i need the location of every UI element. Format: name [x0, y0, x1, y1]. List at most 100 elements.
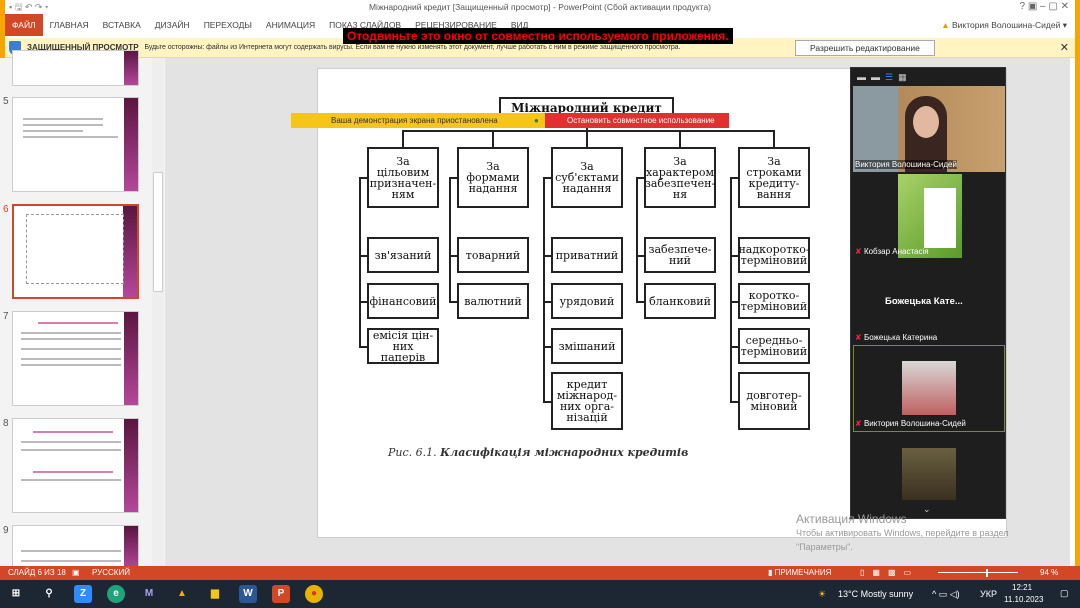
zoom-slider-thumb[interactable] [985, 569, 988, 577]
thumbnail-scrollbar[interactable] [152, 58, 164, 566]
windows-start-icon[interactable]: ⊞ [11, 588, 21, 599]
category-box: За строками кредиту-вання [738, 147, 810, 208]
tab-design[interactable]: ДИЗАЙН [154, 20, 190, 30]
slide-thumbnail-selected[interactable] [12, 204, 139, 299]
warning-icon: ▲ [941, 20, 953, 30]
notifications-icon[interactable]: ▢ [1060, 588, 1069, 598]
connector-line [679, 130, 681, 148]
participant-name: ✘ Виктория Волошина-Сидей [855, 419, 966, 428]
tab-insert[interactable]: ВСТАВКА [102, 20, 141, 30]
slide-thumbnail[interactable] [12, 50, 139, 86]
clock-time[interactable]: 12:21 [1012, 583, 1033, 592]
slide-number: 5 [3, 96, 9, 107]
subtype-box: надкоротко-терміновий [738, 237, 810, 273]
tray-icons[interactable]: ^ ▭ ◁) [932, 589, 960, 599]
window-title: Міжнародний кредит [Защищенный просмотр]… [368, 2, 712, 12]
connector-line [637, 255, 644, 257]
spellcheck-icon[interactable]: ▣ [72, 568, 80, 577]
edge-icon[interactable]: e [107, 585, 125, 603]
tab-home[interactable]: ГЛАВНАЯ [49, 20, 89, 30]
slide-thumbnails-panel: 5 6 7 8 9 [0, 50, 165, 570]
subtype-box: товарний [457, 237, 529, 273]
word-icon[interactable]: W [239, 585, 257, 603]
tab-file[interactable]: ФАЙЛ [5, 14, 43, 36]
connector-line [492, 130, 494, 148]
connector-line [637, 177, 644, 179]
connector-line [544, 255, 551, 257]
connector-line [543, 177, 545, 403]
category-box: За цільовим призначен-ням [367, 147, 439, 208]
zoom-slider[interactable] [938, 572, 1018, 573]
muted-mic-icon: ✘ [855, 333, 864, 342]
slide-thumbnail[interactable] [12, 311, 139, 406]
shield-check-icon: ● [534, 116, 539, 125]
protected-message: Будьте осторожны: файлы из Интернета мог… [144, 44, 681, 51]
media-app-icon[interactable]: M [144, 588, 154, 599]
connector-line [731, 401, 738, 403]
zoom-app-icon[interactable]: Z [74, 585, 92, 603]
zoom-level[interactable]: 94 % [1040, 568, 1059, 577]
slide-thumbnail[interactable] [12, 418, 139, 513]
subtype-box: змішаний [551, 328, 623, 364]
powerpoint-icon[interactable]: P [272, 585, 290, 603]
connector-line [359, 177, 361, 348]
taskbar: ⊞ ⚲ Z e M ▲ ▆ W P ● ☀ 13°C Mostly sunny … [0, 580, 1080, 608]
search-icon[interactable]: ⚲ [45, 588, 53, 599]
connector-line [731, 255, 738, 257]
window-controls[interactable]: ? ▣ – ▢ ✕ [1019, 1, 1069, 12]
connector-line [402, 130, 774, 132]
category-box: За характером забезпечен-ня [644, 147, 716, 208]
input-language[interactable]: УКР [980, 589, 997, 599]
share-warning: Отодвиньте это окно от совместно использ… [343, 28, 733, 44]
connector-line [731, 346, 738, 348]
muted-mic-icon: ✘ [855, 419, 864, 428]
app-icon[interactable]: ▲ [177, 588, 187, 599]
scrollbar-thumb[interactable] [153, 172, 163, 292]
connector-line [449, 177, 451, 303]
participant-avatar [902, 361, 956, 415]
category-box: За суб'єктами надання [551, 147, 623, 208]
participant-tile-active[interactable] [853, 345, 1005, 432]
connector-line [544, 346, 551, 348]
connector-line [773, 130, 775, 148]
user-name: Виктория Волошина-Сидей [952, 20, 1061, 30]
subtype-box: коротко-терміновий [738, 283, 810, 319]
user-account[interactable]: ▲ Виктория Волошина-Сидей ▾ [941, 20, 1067, 30]
file-explorer-icon[interactable]: ▆ [211, 588, 219, 599]
subtype-box: приватний [551, 237, 623, 273]
weather[interactable]: 13°C Mostly sunny [838, 589, 914, 599]
connector-line [402, 130, 404, 148]
enable-editing-button[interactable]: Разрешить редактирование [795, 40, 935, 56]
slide-thumbnail[interactable] [12, 525, 139, 570]
view-controls[interactable]: ▬ ▬ ☰ ▦ [857, 72, 907, 82]
subtype-box: зв'язаний [367, 237, 439, 273]
participant-name: ✘ Божецька Катерина [855, 333, 938, 342]
subtype-box: емісія цін-них паперів [367, 328, 439, 364]
subtype-box: урядовий [551, 283, 623, 319]
close-icon[interactable]: ✕ [1059, 42, 1069, 54]
connector-line [544, 301, 551, 303]
clock-date[interactable]: 11.10.2023 [1004, 595, 1044, 604]
connector-line [360, 177, 367, 179]
tab-transitions[interactable]: ПЕРЕХОДЫ [203, 20, 252, 30]
notes-button[interactable]: ▮ ПРИМЕЧАНИЯ [768, 568, 832, 577]
tab-slideshow[interactable]: ПОКАЗ СЛАЙДОВ [329, 20, 402, 30]
stop-share-button[interactable]: Остановить совместное использование [545, 113, 729, 128]
tab-view[interactable]: ВИД [510, 20, 529, 30]
status-bar: СЛАЙД 6 ИЗ 18 ▣ РУССКИЙ ▮ ПРИМЕЧАНИЯ ▯▦▩… [0, 566, 1080, 580]
connector-line [637, 301, 644, 303]
muted-mic-icon: ✘ [855, 247, 864, 256]
participant-video[interactable] [853, 86, 1005, 172]
ribbon-tabs: ФАЙЛ ГЛАВНАЯ ВСТАВКА ДИЗАЙН ПЕРЕХОДЫ АНИ… [5, 14, 1075, 36]
chevron-down-icon[interactable]: ⌄ [923, 504, 931, 514]
protected-title: ЗАЩИЩЕННЫЙ ПРОСМОТР [27, 43, 139, 52]
chrome-icon[interactable]: ● [305, 585, 323, 603]
slide-thumbnail[interactable] [12, 97, 139, 192]
language[interactable]: РУССКИЙ [92, 568, 130, 577]
share-paused-banner: Ваша демонстрация экрана приостановлена● [291, 113, 545, 128]
tab-review[interactable]: РЕЦЕНЗИРОВАНИЕ [415, 20, 497, 30]
quick-access-toolbar[interactable]: ▪ 🖫 ↶ ↷ ▾ [9, 2, 49, 12]
tab-animation[interactable]: АНИМАЦИЯ [265, 20, 316, 30]
view-buttons[interactable]: ▯▦▩▭ [860, 568, 920, 577]
